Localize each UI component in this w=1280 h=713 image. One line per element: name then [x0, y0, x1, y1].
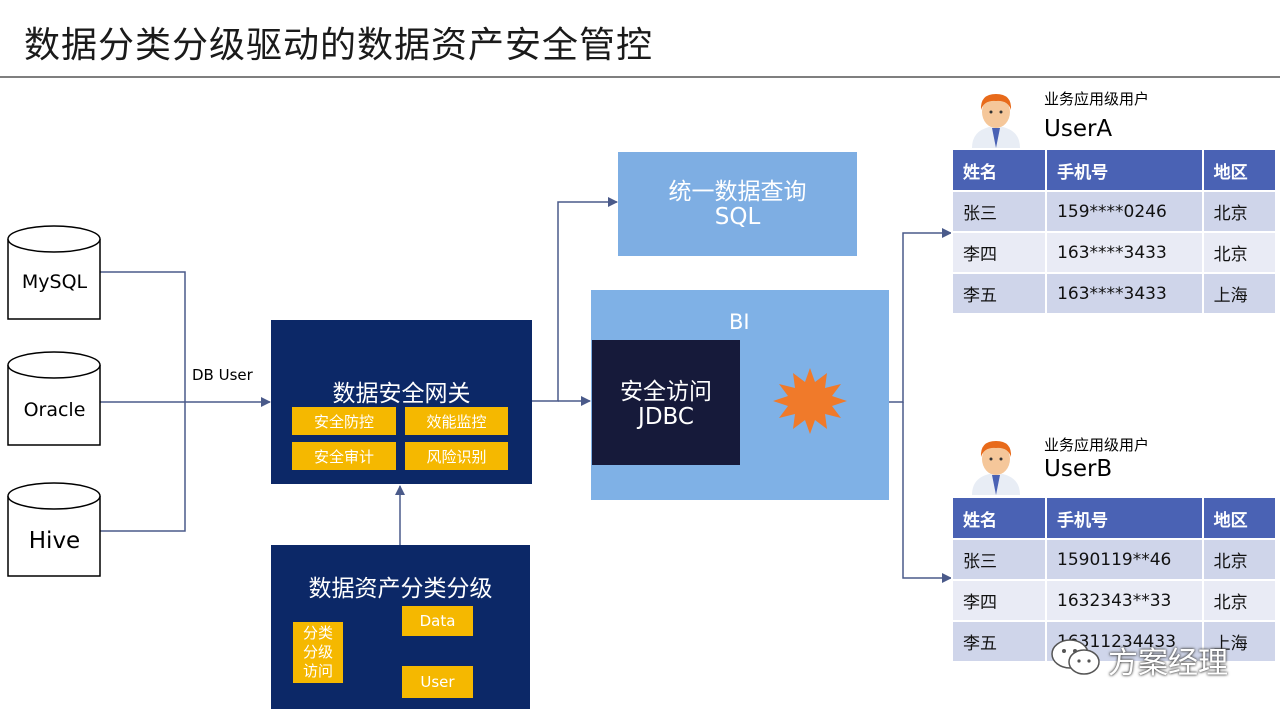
table-header-row: 姓名 手机号 地区: [950, 496, 1278, 540]
table-cell: 北京: [1201, 579, 1278, 622]
table-cell: 李五: [950, 272, 1048, 315]
table-cell: 159****0246: [1045, 190, 1204, 233]
column-header: 手机号: [1045, 148, 1204, 192]
user-a-table: 姓名 手机号 地区 张三 159****0246 北京 李四 163****34…: [950, 148, 1278, 315]
table-cell: 北京: [1201, 231, 1278, 274]
table-cell: 北京: [1201, 190, 1278, 233]
table-row: 李四 1632343**33 北京: [950, 579, 1278, 622]
table-cell: 李四: [950, 231, 1048, 274]
wechat-icon: [1051, 639, 1100, 675]
table-row: 张三 159****0246 北京: [950, 190, 1278, 233]
user-avatar-icon: [972, 94, 1020, 148]
unified-query-box: 统一数据查询 SQL: [618, 152, 857, 256]
performance-monitor-button[interactable]: 效能监控: [405, 407, 508, 435]
bi-box: BI 安全访问 JDBC: [591, 290, 889, 500]
risk-identify-button[interactable]: 风险识别: [405, 442, 508, 470]
user-box: User: [402, 666, 473, 698]
table-row: 李五 163****3433 上海: [950, 272, 1278, 315]
table-cell: 李四: [950, 579, 1048, 622]
column-header: 地区: [1201, 496, 1278, 540]
secure-access-label: 安全访问: [620, 379, 712, 405]
table-cell: 北京: [1201, 538, 1278, 581]
starburst-icon: [773, 368, 847, 434]
watermark-text: 方案经理: [1108, 646, 1228, 681]
table-cell: 张三: [950, 190, 1048, 233]
table-cell: 1590119**46: [1045, 538, 1204, 581]
table-cell: 上海: [1201, 272, 1278, 315]
query-sql-label: SQL: [714, 204, 761, 230]
table-cell: 李五: [950, 620, 1048, 663]
page-title: 数据分类分级驱动的数据资产安全管控: [24, 25, 654, 66]
classify-access-box: 分类 分级 访问: [293, 622, 343, 683]
asset-title: 数据资产分类分级: [308, 576, 493, 602]
table-cell: 张三: [950, 538, 1048, 581]
column-header: 姓名: [950, 148, 1048, 192]
database-icon: [7, 482, 101, 577]
table-header-row: 姓名 手机号 地区: [950, 148, 1278, 192]
user-b-table: 姓名 手机号 地区 张三 1590119**46 北京 李四 1632343**…: [950, 496, 1278, 663]
secure-jdbc-box: 安全访问 JDBC: [592, 340, 740, 465]
database-label: Oracle: [23, 399, 86, 421]
data-box: Data: [402, 606, 473, 636]
table-cell: 163****3433: [1045, 272, 1204, 315]
database-label: MySQL: [21, 271, 88, 293]
table-cell: 1632343**33: [1045, 579, 1204, 622]
db-user-label: DB User: [192, 366, 253, 384]
title-divider: [0, 76, 1280, 78]
user-a-role: 业务应用级用户: [1044, 90, 1150, 108]
mysql-database: MySQL: [7, 225, 102, 321]
security-control-button[interactable]: 安全防控: [292, 407, 396, 435]
hive-database: Hive: [7, 482, 102, 578]
column-header: 姓名: [950, 496, 1048, 540]
user-a-name: UserA: [1044, 116, 1113, 142]
column-header: 地区: [1201, 148, 1278, 192]
oracle-database: Oracle: [7, 351, 102, 447]
table-row: 李四 163****3433 北京: [950, 231, 1278, 274]
gateway-title: 数据安全网关: [332, 381, 471, 407]
table-row: 张三 1590119**46 北京: [950, 538, 1278, 581]
bi-to-userb-arrow: [902, 402, 952, 583]
table-row: 李五 16311234433 上海: [950, 620, 1278, 663]
database-label: Hive: [28, 528, 81, 554]
column-header: 手机号: [1045, 496, 1204, 540]
security-audit-button[interactable]: 安全审计: [292, 442, 396, 470]
database-icon: [7, 225, 101, 320]
security-gateway: 数据安全网关 安全防控 效能监控 安全审计 风险识别: [271, 320, 532, 484]
table-cell: 上海: [1201, 620, 1278, 663]
asset-classification-box: 数据资产分类分级 分类 分级 访问 Data User: [271, 545, 530, 709]
user-b-role: 业务应用级用户: [1044, 436, 1150, 454]
table-cell: 163****3433: [1045, 231, 1204, 274]
user-avatar-icon: [972, 441, 1020, 495]
gateway-to-query-arrow: [532, 197, 618, 402]
user-b-name: UserB: [1044, 456, 1113, 482]
database-icon: [7, 351, 101, 446]
bi-label: BI: [729, 310, 750, 334]
query-title: 统一数据查询: [668, 179, 807, 205]
jdbc-label: JDBC: [638, 404, 694, 430]
